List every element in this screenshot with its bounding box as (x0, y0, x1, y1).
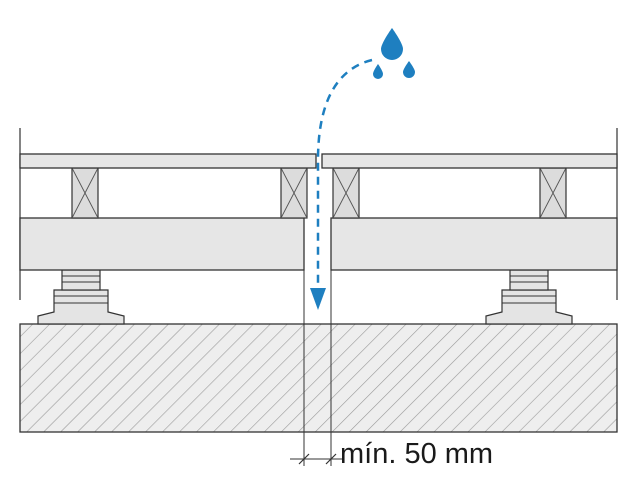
dimension-tick-right (325, 453, 337, 465)
joist-3 (332, 167, 360, 219)
pedestal-right (485, 269, 573, 325)
deck-board-right (321, 153, 618, 169)
joist-4 (539, 167, 567, 219)
dimension-label: mín. 50 mm (340, 438, 494, 470)
water-drops-icon (373, 28, 415, 79)
ground-slab (19, 323, 618, 433)
water-flow-path (316, 58, 373, 292)
water-flow-arrowhead (310, 288, 326, 310)
pedestal-left (37, 269, 125, 325)
deck-board-left (19, 153, 317, 169)
bearer-left (19, 217, 305, 271)
joist-1 (71, 167, 99, 219)
bearer-right (330, 217, 618, 271)
joist-2 (280, 167, 308, 219)
dimension-tick-left (298, 453, 310, 465)
